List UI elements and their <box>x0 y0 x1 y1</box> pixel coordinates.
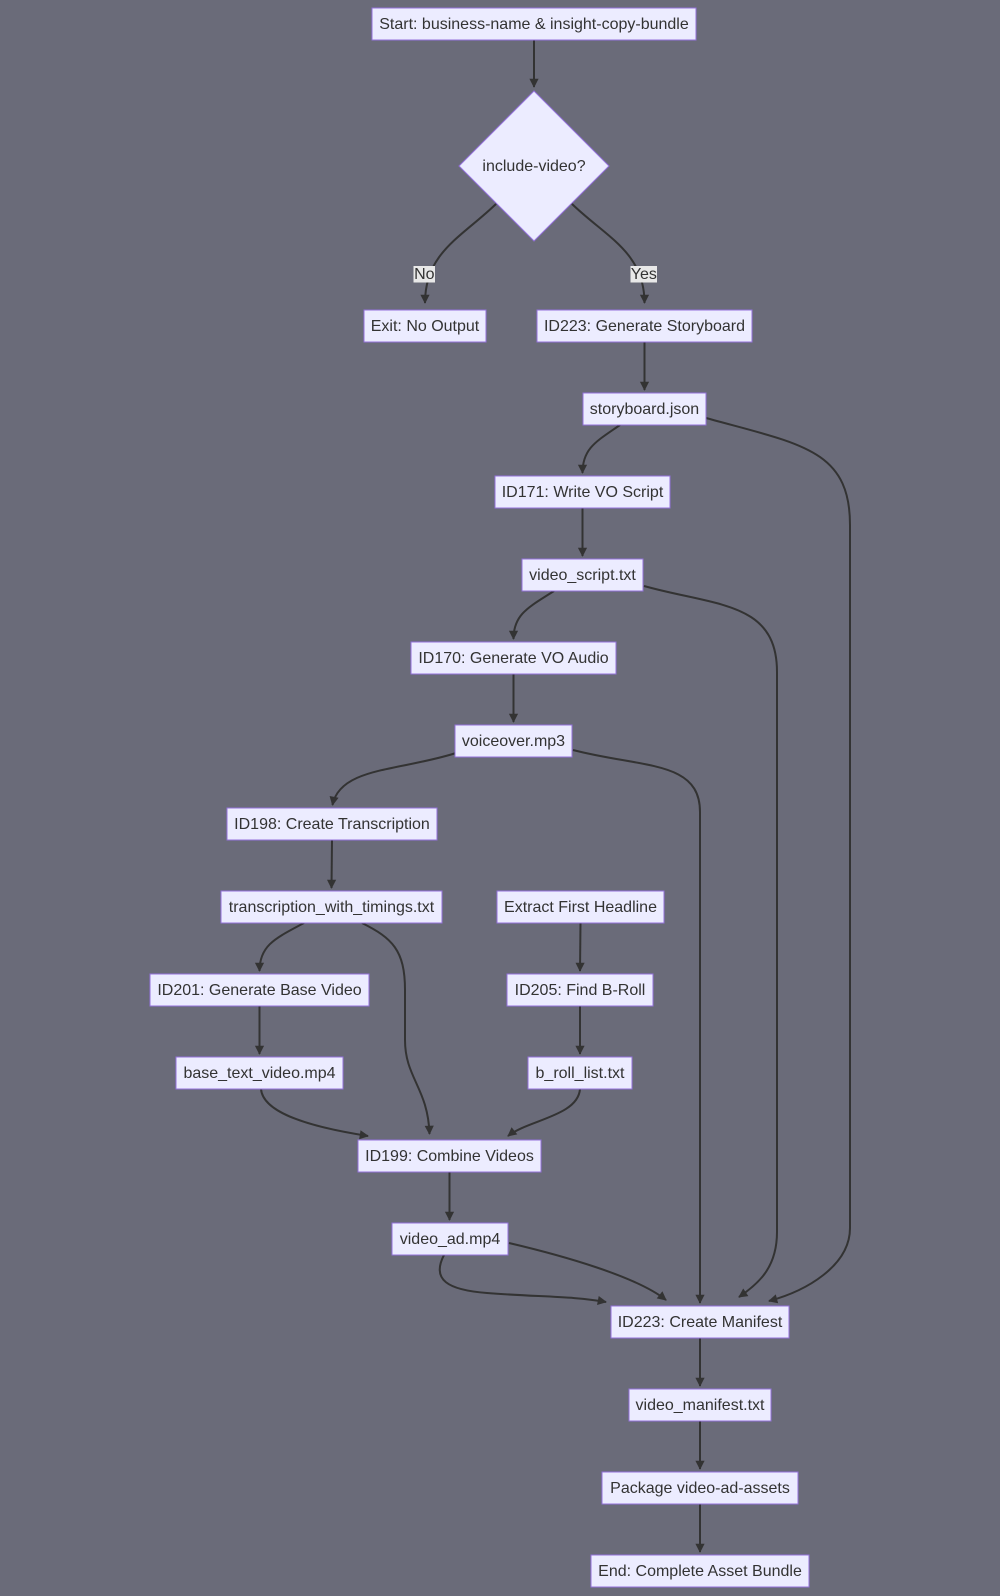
node-storyboard-json: storyboard.json <box>582 392 707 426</box>
node-find-broll-label: ID205: Find B-Roll <box>515 982 646 999</box>
node-gen-storyboard: ID223: Generate Storyboard <box>536 309 753 343</box>
node-package-label: Package video-ad-assets <box>610 1480 790 1497</box>
nodes-layer: Start: business-name & insight-copy-bund… <box>149 7 810 1588</box>
node-create-trans-box <box>226 807 438 841</box>
node-exit: Exit: No Output <box>363 309 487 343</box>
node-gen-audio: ID170: Generate VO Audio <box>410 641 617 675</box>
edges-layer <box>254 40 851 1553</box>
node-b-roll-list-label: b_roll_list.txt <box>536 1065 625 1082</box>
node-end: End: Complete Asset Bundle <box>590 1554 810 1588</box>
node-video-script-box <box>521 558 644 592</box>
node-gen-base: ID201: Generate Base Video <box>149 973 370 1007</box>
node-write-vo-box <box>494 475 671 509</box>
node-trans-txt: transcription_with_timings.txt <box>220 890 443 924</box>
edge-label-no-text: No <box>414 266 435 283</box>
edge-labels-layer: No Yes <box>413 266 657 283</box>
edge-decision-exit <box>420 202 498 304</box>
node-base-text: base_text_video.mp4 <box>175 1056 344 1090</box>
node-exit-label: Exit: No Output <box>371 318 480 335</box>
node-video-manifest: video_manifest.txt <box>628 1388 772 1422</box>
node-write-vo: ID171: Write VO Script <box>494 475 671 509</box>
edge-createtrans-transtxt <box>327 839 337 889</box>
node-base-text-label: base_text_video.mp4 <box>183 1065 335 1082</box>
node-manifest-label: ID223: Create Manifest <box>618 1314 783 1331</box>
node-video-ad-label: video_ad.mp4 <box>400 1231 501 1248</box>
node-video-script: video_script.txt <box>521 558 644 592</box>
node-video-script-label: video_script.txt <box>529 567 636 584</box>
edge-videoad-manifest-b <box>508 1242 667 1301</box>
node-start: Start: business-name & insight-copy-bund… <box>371 7 697 41</box>
node-storyboard-json-box <box>582 392 707 426</box>
node-b-roll-list: b_roll_list.txt <box>527 1056 633 1090</box>
node-decision: include-video? <box>458 90 610 242</box>
node-voiceover-box <box>454 724 573 758</box>
node-find-broll: ID205: Find B-Roll <box>506 973 654 1007</box>
node-exit-box <box>363 309 487 343</box>
node-package: Package video-ad-assets <box>601 1471 799 1505</box>
node-trans-txt-label: transcription_with_timings.txt <box>229 899 435 916</box>
node-find-broll-box <box>506 973 654 1007</box>
node-extract-box <box>496 890 665 924</box>
edge-transtxt-genbase <box>254 922 305 972</box>
edge-decision-genstoryboard <box>570 202 650 304</box>
edge-brolllist-combine <box>507 1088 581 1137</box>
node-voiceover-label: voiceover.mp3 <box>462 733 565 750</box>
node-gen-base-box <box>149 973 370 1007</box>
node-extract: Extract First Headline <box>496 890 665 924</box>
node-end-label: End: Complete Asset Bundle <box>598 1563 802 1580</box>
edge-storyboardjson-writevo <box>577 424 621 474</box>
node-decision-shape <box>458 90 610 242</box>
node-combine-box <box>357 1139 542 1173</box>
edge-label-yes-bg <box>630 266 657 283</box>
node-gen-base-label: ID201: Generate Base Video <box>157 982 361 999</box>
node-b-roll-list-box <box>527 1056 633 1090</box>
node-package-box <box>601 1471 799 1505</box>
node-video-manifest-label: video_manifest.txt <box>636 1397 766 1414</box>
node-gen-audio-box <box>410 641 617 675</box>
edge-voiceover-createtrans <box>329 752 457 806</box>
edge-extract-findbroll <box>575 922 585 972</box>
node-write-vo-label: ID171: Write VO Script <box>502 484 664 501</box>
node-storyboard-json-label: storyboard.json <box>590 401 699 418</box>
edge-videoscript-genaudio <box>508 590 555 640</box>
node-start-label: Start: business-name & insight-copy-bund… <box>379 16 689 33</box>
edge-label-no-bg <box>413 266 435 283</box>
edge-label-yes-text: Yes <box>631 266 657 283</box>
edge-voiceover-manifest <box>572 749 705 1304</box>
node-end-box <box>590 1554 810 1588</box>
edge-basetext-combine <box>260 1088 369 1140</box>
node-extract-label: Extract First Headline <box>504 899 657 916</box>
edge-label-yes: Yes <box>630 266 657 283</box>
node-trans-txt-box <box>220 890 443 924</box>
node-create-trans: ID198: Create Transcription <box>226 807 438 841</box>
edge-label-no: No <box>413 266 435 283</box>
node-video-ad: video_ad.mp4 <box>391 1222 509 1256</box>
edge-videoad-manifest-a <box>438 1254 607 1305</box>
node-manifest-box <box>610 1305 790 1339</box>
node-combine-label: ID199: Combine Videos <box>365 1148 534 1165</box>
node-decision-label: include-video? <box>482 158 585 175</box>
node-gen-audio-label: ID170: Generate VO Audio <box>418 650 608 667</box>
node-gen-storyboard-box <box>536 309 753 343</box>
node-gen-storyboard-label: ID223: Generate Storyboard <box>544 318 745 335</box>
edge-transtxt-combine <box>361 922 434 1135</box>
node-combine: ID199: Combine Videos <box>357 1139 542 1173</box>
edge-videoscript-manifest <box>643 585 778 1298</box>
node-manifest: ID223: Create Manifest <box>610 1305 790 1339</box>
node-voiceover: voiceover.mp3 <box>454 724 573 758</box>
node-video-manifest-box <box>628 1388 772 1422</box>
edge-storyboardjson-manifest <box>705 417 851 1304</box>
node-create-trans-label: ID198: Create Transcription <box>234 816 430 833</box>
node-start-box <box>371 7 697 41</box>
node-video-ad-box <box>391 1222 509 1256</box>
node-base-text-box <box>175 1056 344 1090</box>
